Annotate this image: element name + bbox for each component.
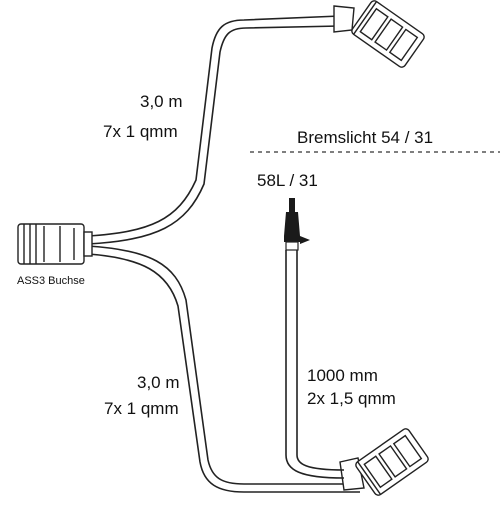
- upper-angled-connector: [333, 0, 425, 68]
- lower-angled-connector: [339, 428, 429, 496]
- upper-cable-length: 3,0 m: [140, 92, 183, 111]
- lower-cable: [87, 245, 360, 493]
- branch-cable-length: 1000 mm: [307, 366, 378, 385]
- branch-cable-spec: 2x 1,5 qmm: [307, 389, 396, 408]
- lower-cable-length: 3,0 m: [137, 373, 180, 392]
- upper-cable-spec: 7x 1 qmm: [103, 122, 178, 141]
- brake-light-label: Bremslicht 54 / 31: [297, 128, 434, 147]
- upper-cable: [87, 15, 341, 245]
- branch-cable: [285, 250, 345, 479]
- side-connector-label: 58L / 31: [257, 171, 318, 190]
- lower-cable-spec: 7x 1 qmm: [104, 399, 179, 418]
- ass3-socket: [17, 223, 93, 265]
- pin-plug-58l: [284, 198, 310, 251]
- socket-label: ASS3 Buchse: [17, 275, 85, 287]
